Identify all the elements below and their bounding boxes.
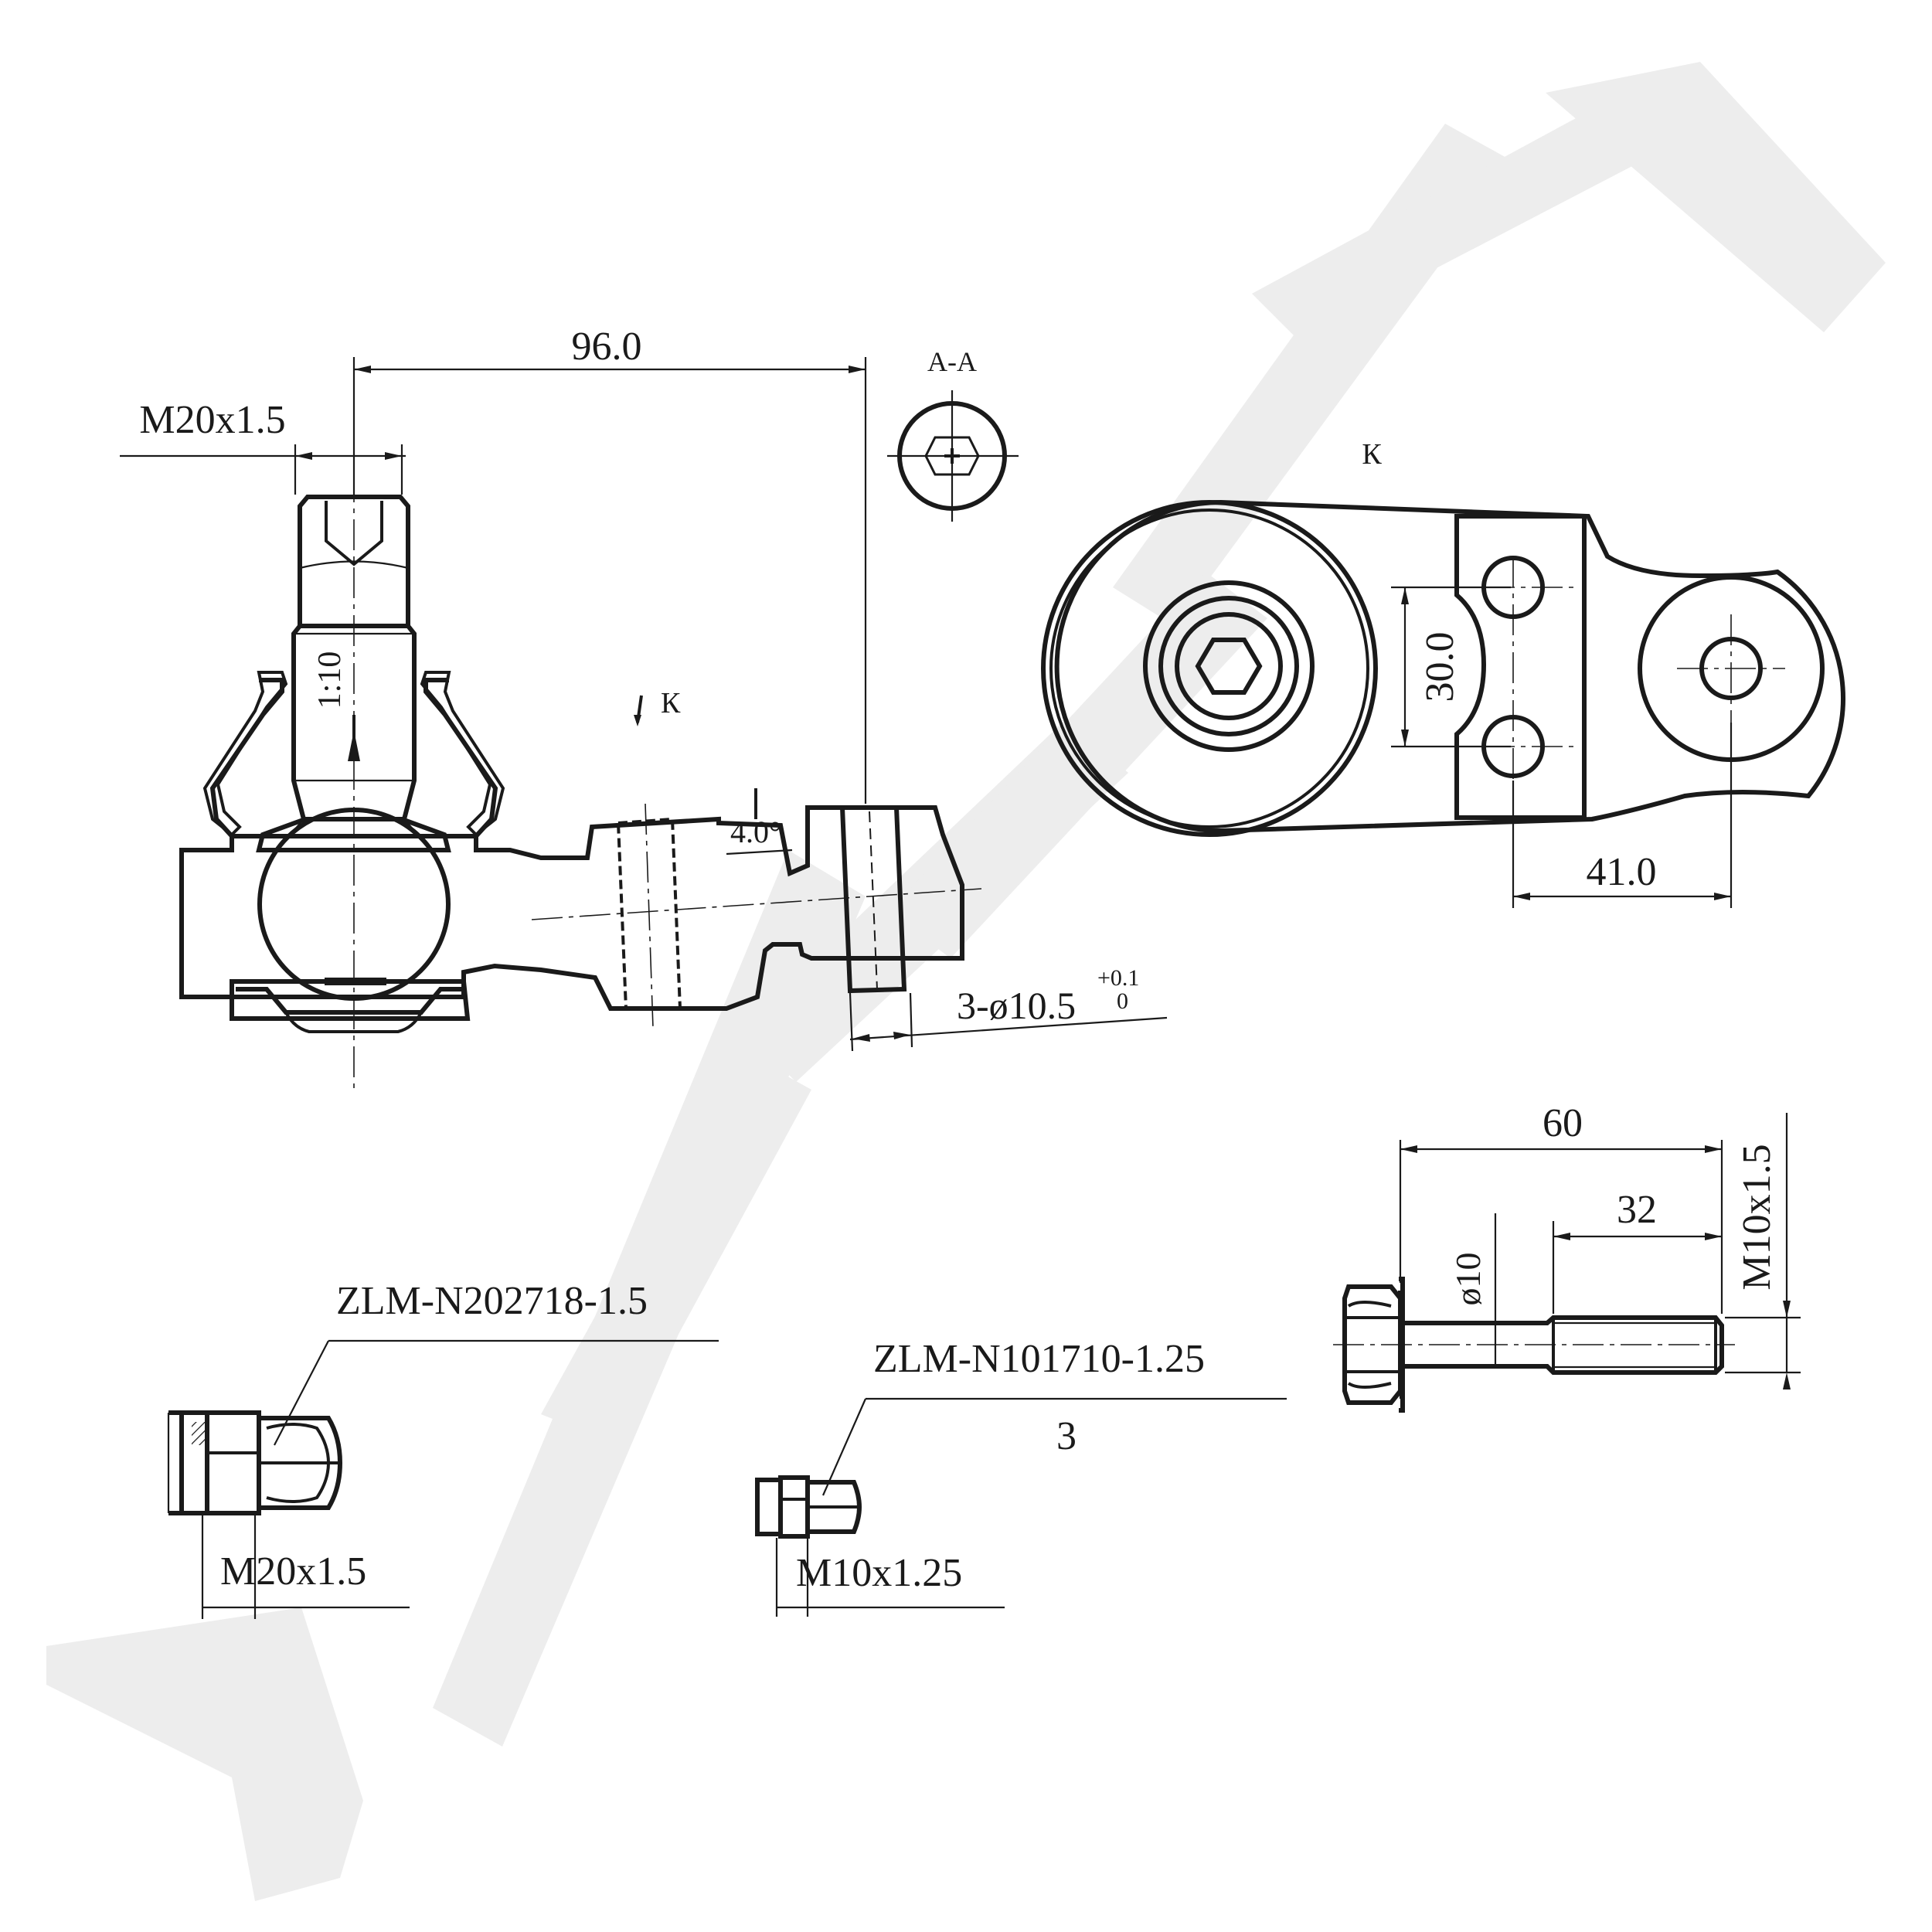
dust-boot-right (423, 678, 498, 849)
holes-tol-lower: 0 (1117, 988, 1128, 1014)
section-a-a: A-A (887, 346, 1019, 522)
bolt-dia-label: ø10 (1448, 1253, 1488, 1306)
dimension-41: 41.0 (1512, 723, 1733, 908)
flange-outline (1054, 499, 1845, 834)
bolt-length-label: 60 (1543, 1101, 1583, 1145)
nut-small-thread: M10x1.25 (796, 1551, 962, 1595)
large-nut (167, 1410, 343, 1515)
nut-small-qty: 3 (1056, 1414, 1077, 1458)
nut-small-code: ZLM-N101710-1.25 (873, 1337, 1205, 1381)
dim-41-label: 41.0 (1587, 850, 1657, 894)
view-k-top-label: К (1362, 438, 1382, 471)
ball-joint-section-view (179, 471, 982, 1094)
stud-thread-label: M20x1.5 (139, 398, 285, 442)
view-k: К (1041, 438, 1845, 837)
dim-30-label: 30.0 (1418, 632, 1462, 702)
small-nut (755, 1475, 862, 1539)
bolt-thread-len-label: 32 (1617, 1188, 1657, 1232)
holes-tol-upper: +0.1 (1097, 965, 1139, 991)
angle-annotation: 4.0° (726, 788, 793, 855)
dimension-30: 30.0 (1391, 586, 1511, 748)
dimension-stud-thread: M20x1.5 (120, 398, 406, 495)
dust-boot (209, 678, 284, 849)
nut-large-code: ZLM-N202718-1.5 (336, 1279, 648, 1323)
bolt-thread-label: M10x1.5 (1735, 1144, 1779, 1290)
small-nut-callout: ZLM-N101710-1.25 3 M10x1.25 (775, 1337, 1287, 1617)
housing-body (179, 805, 964, 1011)
taper-label: 1:10 (312, 651, 348, 709)
angle-label: 4.0° (730, 815, 781, 849)
dim-96-label: 96.0 (572, 325, 642, 369)
holes-label: 3-ø10.5 (957, 984, 1076, 1027)
view-k-mid-label: К (661, 687, 681, 719)
bolt-dimensions: 60 32 ø10 M10x1.5 (1399, 1101, 1801, 1389)
flange-bolt (1333, 1277, 1735, 1413)
large-nut-callout: ZLM-N202718-1.5 M20x1.5 (201, 1279, 719, 1619)
dimension-holes: 3-ø10.5 +0.1 0 (849, 965, 1168, 1052)
section-label: A-A (927, 346, 977, 377)
dimension-96: 96.0 (352, 325, 867, 804)
view-k-arrow-mid: К (634, 687, 681, 726)
nut-large-thread: M20x1.5 (220, 1549, 366, 1594)
